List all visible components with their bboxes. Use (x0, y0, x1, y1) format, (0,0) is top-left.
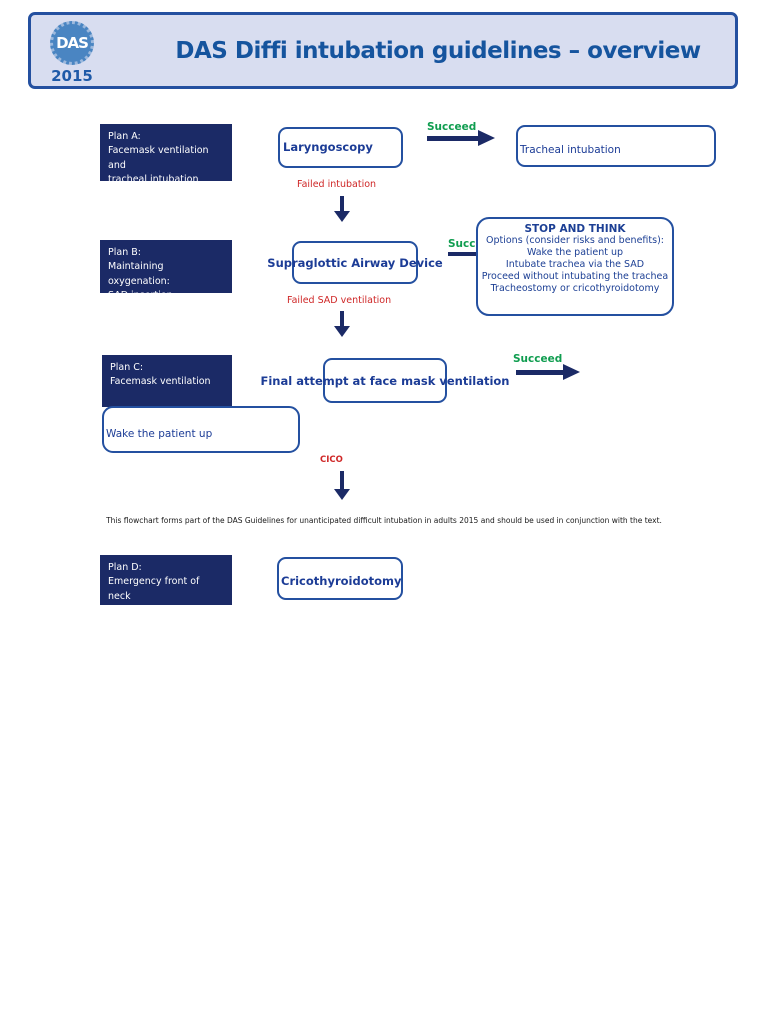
plan-a-label: Plan A: Facemask ventilation and trachea… (100, 124, 232, 185)
succeed-label-plan-a: Succeed (427, 121, 477, 133)
succeed-label-plan-c: Succeed (513, 353, 563, 365)
plan-d-label: Plan D: Emergency front of neck access (100, 555, 232, 616)
stop-option-line: Options (consider risks and benefits): (486, 235, 664, 246)
final-attempt-text: Final attempt at face mask ventilation (260, 373, 510, 388)
das-logo: DAS 2015 (43, 21, 101, 85)
wake-the-patient-up-box: Wake the patient up (102, 406, 300, 453)
failed-intubation-label: Failed intubation (297, 179, 377, 190)
stop-option-line: Wake the patient up (526, 246, 624, 258)
down-arrow-2 (340, 311, 344, 327)
page-title: DAS Diffi intubation guidelines – overvi… (175, 37, 701, 64)
das-logo-icon: DAS (50, 21, 94, 65)
footnote-text: This flowchart forms part of the DAS Gui… (106, 516, 662, 525)
supraglottic-airway-device-text: Supraglottic Airway Device (267, 255, 443, 270)
down-arrow-3 (340, 471, 344, 490)
cricothyroidotomy-box: Cricothyroidotomy (277, 557, 403, 600)
stop-and-think-title: STOP AND THINK (524, 223, 626, 235)
logo-year: 2015 (51, 67, 93, 85)
succeed-arrow-plan-a (427, 136, 479, 141)
plan-b-label: Plan B: Maintaining oxygenation: SAD ins… (100, 240, 232, 301)
wake-the-patient-up-text: Wake the patient up (106, 428, 213, 440)
laryngoscopy-box-text: Laryngoscopy (283, 140, 373, 154)
cico-label: CICO (320, 455, 343, 465)
failed-sad-ventilation-label: Failed SAD ventilation (287, 295, 392, 306)
tracheal-intubation-box: Tracheal intubation (516, 125, 716, 167)
laryngoscopy-box: Laryngoscopy (278, 127, 403, 168)
down-arrowhead-1 (334, 211, 350, 222)
down-arrowhead-2 (334, 326, 350, 337)
tracheal-intubation-text: Tracheal intubation (520, 144, 621, 156)
final-attempt-box: Final attempt at face mask ventilation (261, 358, 510, 403)
succeed-arrowhead-plan-c (563, 364, 580, 380)
supraglottic-airway-device-box: Supraglottic Airway Device (267, 241, 443, 284)
stop-option-line: Tracheostomy or cricothyroidotomy (490, 282, 660, 294)
plan-c-label: Plan C: Facemask ventilation (102, 355, 232, 407)
succeed-arrowhead-plan-a (478, 130, 495, 146)
cricothyroidotomy-text: Cricothyroidotomy (281, 574, 402, 588)
succeed-arrow-plan-c (516, 370, 564, 375)
stop-option-line: Intubate trachea via the SAD (505, 258, 645, 270)
succeed-arrow-plan-b (448, 252, 478, 256)
stop-and-think-box: STOP AND THINK Options (consider risks a… (476, 217, 674, 316)
down-arrowhead-3 (334, 489, 350, 500)
header-banner: DAS 2015 DAS Diffi intubation guidelines… (28, 12, 738, 89)
down-arrow-1 (340, 196, 344, 212)
stop-option-line: Proceed without intubating the trachea (481, 270, 669, 282)
das-logo-acronym: DAS (56, 34, 89, 52)
